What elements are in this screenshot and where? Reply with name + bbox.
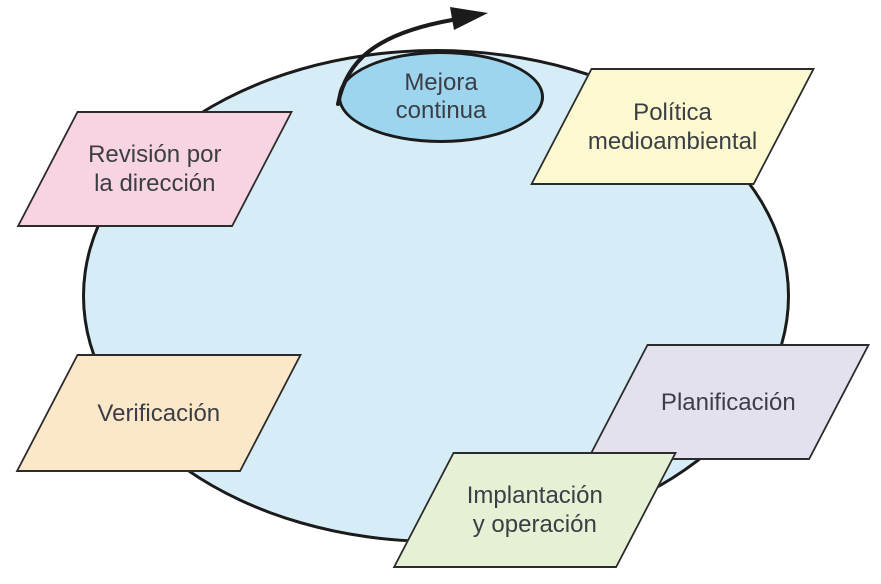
hub-ellipse-mejora-continua: Mejora continua	[338, 51, 544, 143]
node-label: Planificación	[619, 346, 838, 458]
node-implantacion-y-operacion: Implantación y operación	[392, 452, 677, 568]
node-label-line: Implantación	[466, 482, 603, 509]
node-label-line: Planificación	[660, 388, 796, 416]
node-label: Verificación	[48, 356, 269, 470]
node-politica-medioambiental: Política medioambiental	[530, 68, 815, 185]
hub-label-line: Mejora	[404, 69, 478, 96]
node-label-line: Revisión por	[88, 141, 222, 168]
node-revision-por-la-direccion: Revisión por la dirección	[16, 111, 293, 227]
node-label: Implantación y operación	[425, 454, 645, 566]
node-label-line: Verificación	[97, 399, 221, 427]
node-label-line: y operación	[472, 511, 597, 538]
node-label-line: la dirección	[94, 170, 216, 197]
node-planificacion: Planificación	[586, 344, 870, 460]
node-label: Política medioambiental	[563, 70, 783, 183]
node-label-line: Política	[633, 98, 712, 126]
node-label-line: medioambiental	[587, 127, 758, 155]
node-label: Revisión por la dirección	[49, 113, 261, 225]
node-verificacion: Verificación	[15, 354, 302, 472]
hub-label-line: continua	[395, 97, 487, 124]
